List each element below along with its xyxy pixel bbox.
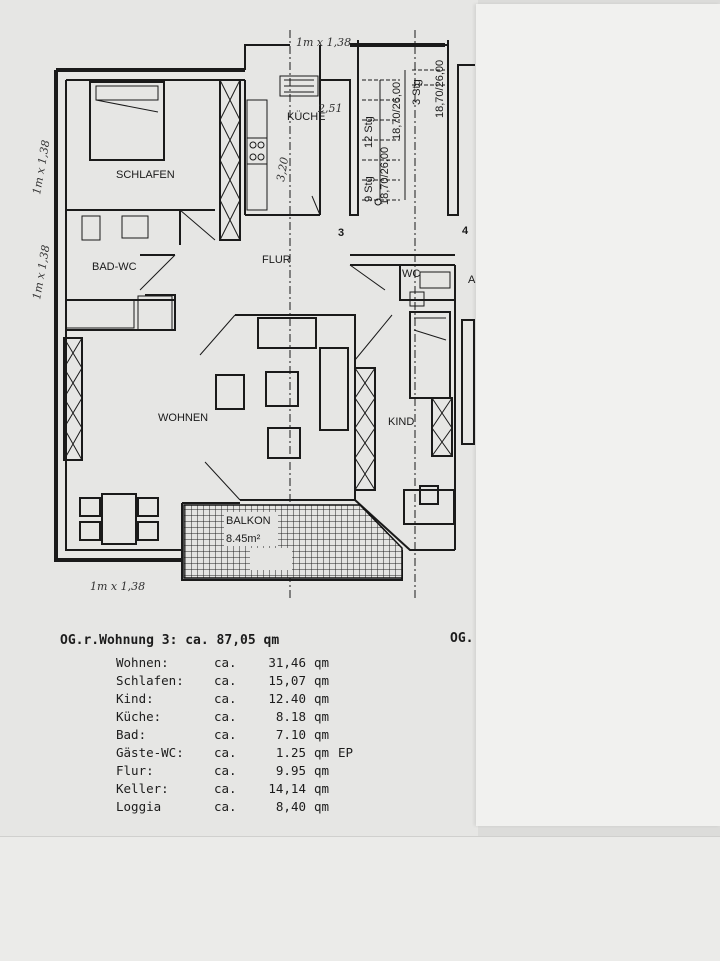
stair-dim-a: 18,70/26,00	[379, 147, 391, 205]
area-row-name: Kind:	[116, 691, 154, 706]
area-row-ca: ca.	[214, 799, 237, 814]
balcony-tiles	[183, 504, 403, 579]
room-label-kueche: KÜCHE	[287, 111, 326, 123]
area-row-name: Loggia	[116, 799, 162, 814]
overlapping-sheet	[476, 4, 720, 826]
unit-number-4: 4	[462, 225, 469, 237]
area-row: Loggia ca. 8,40 qm	[60, 798, 353, 816]
area-row: Schlafen: ca. 15,07 qm	[60, 672, 353, 690]
area-row-unit: qm	[314, 799, 330, 814]
summary-title: OG.r.Wohnung 3: ca. 87,05 qm	[60, 633, 353, 648]
handwritten-left-upper: 1m x 1,38	[30, 139, 52, 196]
stair-steps-a: 9 Stg	[363, 176, 375, 202]
area-row-unit: qm	[314, 745, 330, 760]
handwritten-top: 1m x 1,38	[296, 36, 351, 49]
stair-dim-c: 18,70/26,00	[434, 60, 446, 118]
unit-title: OG.r.Wohnung 3:	[60, 633, 178, 648]
area-row-note: EP	[338, 745, 354, 760]
area-row-unit: qm	[314, 691, 330, 706]
area-row-ca: ca.	[214, 691, 237, 706]
area-row-ca: ca.	[214, 745, 237, 760]
room-label-kind: KIND	[388, 416, 414, 428]
next-unit-label: OG.	[450, 631, 474, 646]
stair-steps-b: 12 Stg	[363, 116, 375, 148]
area-row-unit: qm	[314, 727, 330, 742]
area-row: Keller: ca. 14,14 qm	[60, 780, 353, 798]
area-row-ca: ca.	[214, 727, 237, 742]
area-row-name: Schlafen:	[116, 673, 184, 688]
stair-dim-b: 18,70/26,00	[391, 82, 403, 140]
handwritten-kueche-dim2: 3,20	[274, 156, 291, 182]
area-row: Flur: ca. 9.95 qm	[60, 762, 353, 780]
lower-sheet	[0, 836, 720, 961]
area-row-value: 8,40	[275, 799, 306, 814]
area-row-ca: ca.	[214, 655, 237, 670]
area-row-ca: ca.	[214, 709, 237, 724]
walls	[54, 30, 475, 600]
area-row-value: 1.25	[275, 745, 306, 760]
area-row-name: Gäste-WC:	[116, 745, 184, 760]
area-row-value: 31,46	[268, 655, 306, 670]
area-row-unit: qm	[314, 709, 330, 724]
area-row: Küche: ca. 8.18 qm	[60, 708, 353, 726]
room-label-bad-wc: BAD-WC	[92, 261, 137, 273]
neighbor-label: A	[468, 274, 476, 286]
area-row: Kind: ca. 12.40 qm	[60, 690, 353, 708]
area-row-name: Bad:	[116, 727, 147, 742]
area-row-name: Flur:	[116, 763, 154, 778]
room-label-schlafen: SCHLAFEN	[116, 169, 175, 181]
area-row-unit: qm	[314, 763, 330, 778]
area-row-value: 9.95	[275, 763, 306, 778]
area-row-unit: qm	[314, 655, 330, 670]
balcony-label-bg	[250, 548, 292, 570]
area-row-value: 14,14	[268, 781, 306, 796]
room-label-wohnen: WOHNEN	[158, 412, 208, 424]
handwritten-kueche-dim: 2,51	[317, 102, 343, 115]
area-row-name: Keller:	[116, 781, 169, 796]
handwritten-bottom: 1m x 1,38	[90, 580, 145, 593]
room-label-flur: FLUR	[262, 254, 291, 266]
area-row-name: Küche:	[116, 709, 162, 724]
area-row-ca: ca.	[214, 781, 237, 796]
area-row: Wohnen: ca. 31,46 qm	[60, 654, 353, 672]
area-row: Gäste-WC: ca. 1.25 qm EP	[60, 744, 353, 762]
area-row-value: 7.10	[275, 727, 306, 742]
area-row: Bad: ca. 7.10 qm	[60, 726, 353, 744]
area-row-value: 15,07	[268, 673, 306, 688]
unit-number-3: 3	[338, 227, 344, 239]
area-row-unit: qm	[314, 781, 330, 796]
area-row-value: 8.18	[275, 709, 306, 724]
balkon-area: 8.45m²	[226, 533, 261, 545]
area-row-ca: ca.	[214, 673, 237, 688]
area-row-name: Wohnen:	[116, 655, 169, 670]
room-label-wc: WC	[402, 268, 420, 280]
balcony-label-bg2	[224, 512, 278, 546]
area-row-ca: ca.	[214, 763, 237, 778]
unit-total-area: ca. 87,05 qm	[185, 633, 280, 648]
room-label-balkon: BALKON	[226, 515, 271, 527]
area-row-unit: qm	[314, 673, 330, 688]
stair-steps-c: 3 Stg	[411, 79, 423, 105]
area-row-value: 12.40	[268, 691, 306, 706]
handwritten-left-lower: 1m x 1,38	[30, 244, 52, 301]
area-summary: OG.r.Wohnung 3: ca. 87,05 qm Wohnen: ca. 3…	[60, 633, 353, 816]
